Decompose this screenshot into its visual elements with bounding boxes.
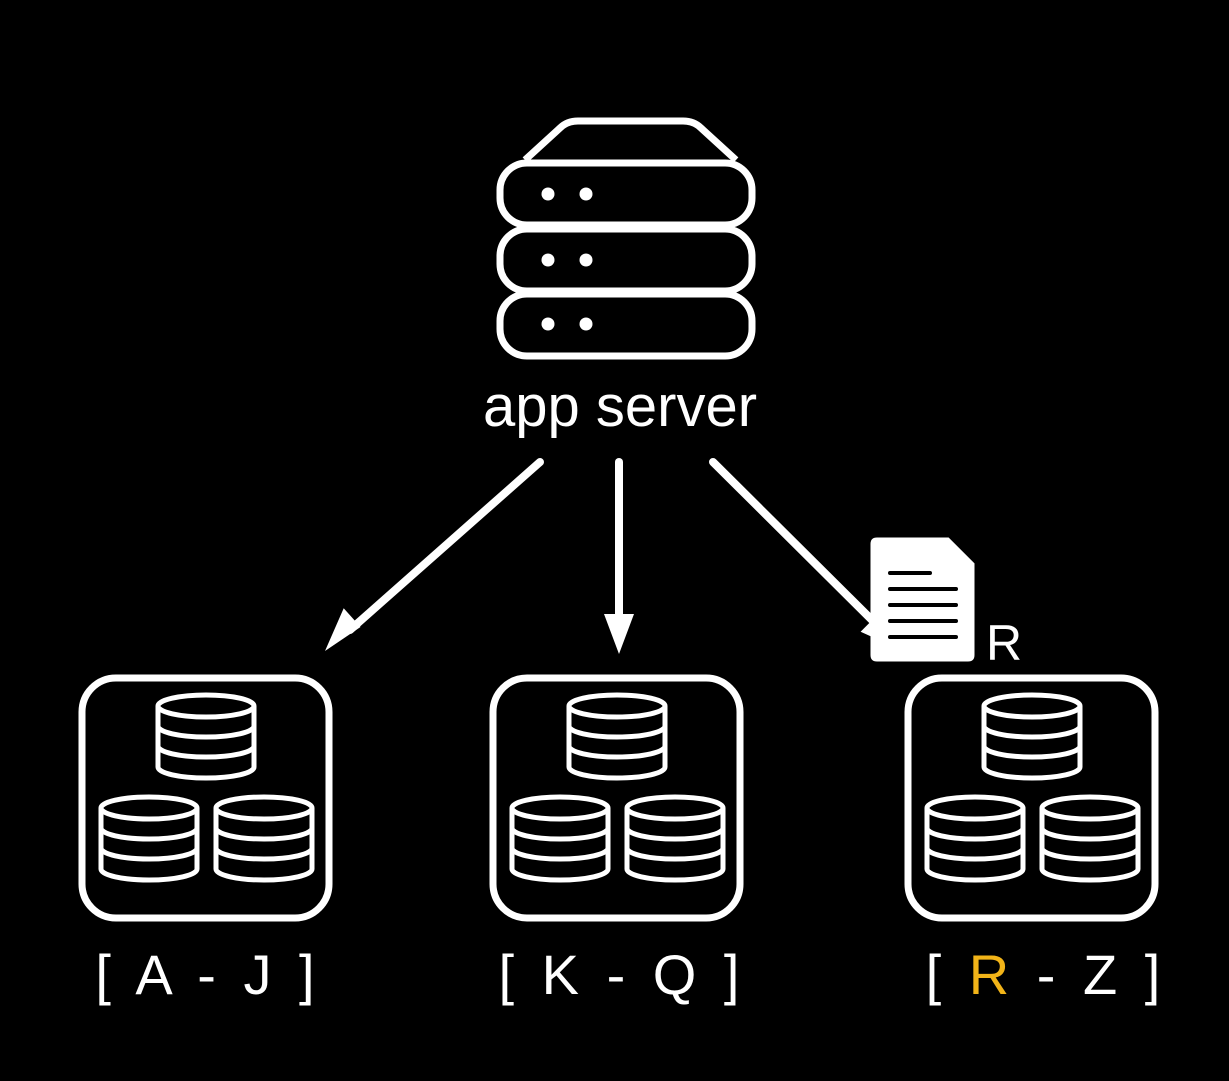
bracket-open: [ bbox=[95, 943, 111, 1006]
arrow-to-shard-k-q bbox=[604, 458, 634, 654]
server-rack-icon bbox=[496, 117, 756, 360]
database-cluster-icon bbox=[82, 678, 329, 918]
range-dash: - bbox=[607, 943, 626, 1006]
bracket-open: [ bbox=[926, 943, 942, 1006]
range-start: A bbox=[135, 943, 173, 1006]
bracket-close: ] bbox=[1145, 943, 1161, 1006]
database-cluster-icon bbox=[493, 678, 740, 918]
arrow-to-shard-a-j bbox=[325, 458, 544, 651]
shard-label-k-q: [ K - Q ] bbox=[499, 943, 740, 1006]
bracket-open: [ bbox=[499, 943, 515, 1006]
shard-label-a-j: [ A - J ] bbox=[95, 943, 314, 1006]
range-end: J bbox=[243, 943, 271, 1006]
range-start: K bbox=[542, 943, 579, 1006]
database-cluster-icon bbox=[908, 678, 1155, 918]
document-label: R bbox=[986, 615, 1022, 671]
range-end: Z bbox=[1083, 943, 1117, 1006]
range-dash: - bbox=[1037, 943, 1056, 1006]
document-icon bbox=[870, 537, 975, 662]
bracket-close: ] bbox=[724, 943, 740, 1006]
shard-label-r-z: [ R - Z ] bbox=[926, 943, 1161, 1006]
range-end: Q bbox=[653, 943, 697, 1006]
range-start-highlighted: R bbox=[969, 943, 1009, 1006]
server-label: app server bbox=[483, 374, 757, 439]
bracket-close: ] bbox=[299, 943, 315, 1006]
range-dash: - bbox=[197, 943, 216, 1006]
